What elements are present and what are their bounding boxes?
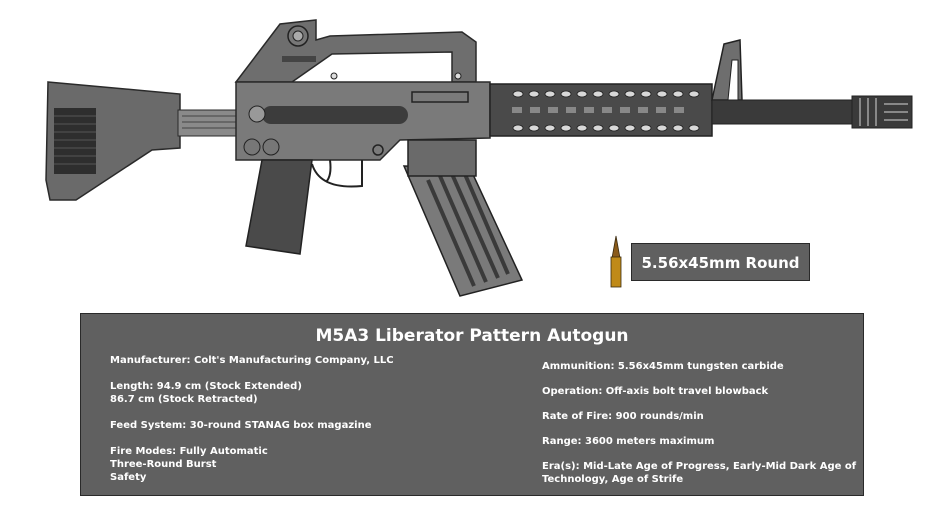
rifle-illustration (45, 19, 913, 297)
barrel (711, 39, 913, 129)
bullet-icon (610, 235, 622, 288)
spec-fire-modes: Fire Modes: Fully Automatic Three-Round … (110, 446, 268, 483)
spec-panel: M5A3 Liberator Pattern Autogun Manufactu… (80, 313, 864, 496)
handguard (489, 83, 713, 137)
spec-operation: Operation: Off-axis bolt travel blowback (542, 386, 769, 397)
rifle-stock (45, 81, 241, 201)
spec-column-right: Ammunition: 5.56x45mm tungsten carbide O… (542, 360, 862, 498)
spec-length: Length: 94.9 cm (Stock Extended) 86.7 cm… (110, 381, 302, 405)
round-label: 5.56x45mm Round (631, 243, 810, 281)
spec-eras: Era(s): Mid-Late Age of Progress, Early-… (542, 461, 857, 485)
magazine (402, 139, 524, 297)
pistol-grip (245, 159, 363, 255)
spec-range: Range: 3600 meters maximum (542, 436, 715, 447)
spec-manufacturer: Manufacturer: Colt's Manufacturing Compa… (110, 355, 394, 366)
panel-title: M5A3 Liberator Pattern Autogun (315, 326, 629, 346)
spec-feed-system: Feed System: 30-round STANAG box magazin… (110, 420, 372, 431)
spec-rate-of-fire: Rate of Fire: 900 rounds/min (542, 411, 704, 422)
spec-column-left: Manufacturer: Colt's Manufacturing Compa… (110, 354, 490, 497)
carry-handle (234, 19, 477, 83)
rifle-receiver (235, 81, 491, 161)
spec-ammunition: Ammunition: 5.56x45mm tungsten carbide (542, 361, 784, 372)
